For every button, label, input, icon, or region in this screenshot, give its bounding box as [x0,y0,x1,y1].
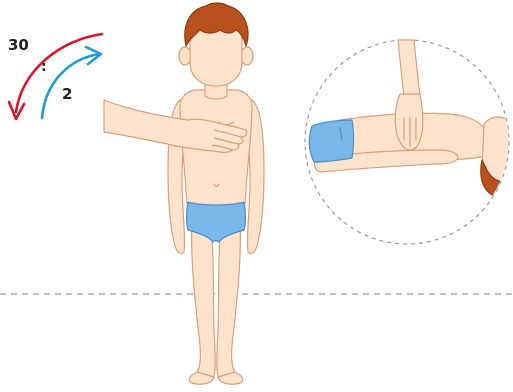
child-standing-figure [168,3,264,384]
breaths-count-label: 2 [62,87,72,102]
compressions-count-label: 30 [8,38,29,53]
ratio-separator-label: : [41,60,47,74]
breath-arrow-icon [42,47,101,118]
rescuer-hand-inset [395,94,423,150]
child-right-leg [217,220,241,379]
child-left-leg [192,220,216,379]
lying-child-underwear [309,120,353,162]
